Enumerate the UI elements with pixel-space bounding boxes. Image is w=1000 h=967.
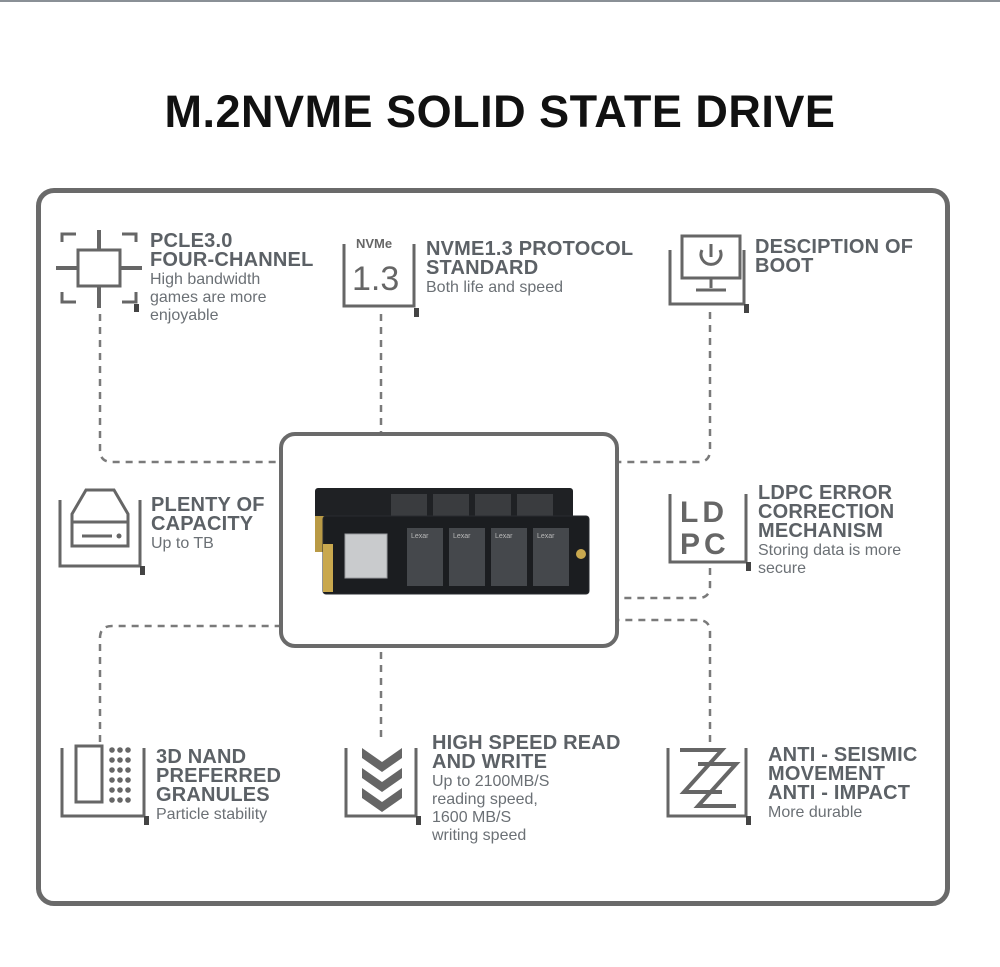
chip-label: Lexar bbox=[411, 533, 429, 540]
feature-ldpc: LDPC ERROR CORRECTION MECHANISM Storing … bbox=[758, 482, 902, 578]
feature-nand: 3D NAND PREFERRED GRANULES Particle stab… bbox=[156, 746, 282, 824]
monitor-power-icon bbox=[668, 234, 749, 313]
feature-boot: DESCIPTION OF BOOT bbox=[755, 236, 914, 277]
chip-label: Lexar bbox=[453, 533, 471, 540]
nand-grid-icon bbox=[60, 744, 149, 825]
feature-heading: DESCIPTION OF BOOT bbox=[755, 236, 914, 277]
feature-description: Up to TB bbox=[151, 535, 214, 552]
badge-text: NVMe bbox=[356, 236, 392, 251]
feature-heading: LDPC ERROR CORRECTION MECHANISM bbox=[758, 482, 895, 542]
ldpc-icon: LD PC bbox=[668, 494, 751, 571]
drive-icon bbox=[58, 488, 145, 575]
feature-heading: HIGH SPEED READ AND WRITE bbox=[432, 732, 621, 773]
shock-icon bbox=[666, 748, 751, 825]
chip-label: Lexar bbox=[537, 533, 555, 540]
ssd-illustration: Lexar Lexar Lexar Lexar bbox=[315, 488, 590, 595]
feature-heading: NVME1.3 PROTOCOL STANDARD bbox=[426, 238, 634, 279]
feature-speed: HIGH SPEED READ AND WRITE Up to 2100MB/S… bbox=[432, 732, 621, 845]
feature-description: Both life and speed bbox=[426, 279, 563, 296]
chip-label: Lexar bbox=[495, 533, 513, 540]
feature-heading: PCLE3.0 FOUR-CHANNEL bbox=[150, 230, 314, 271]
feature-description: High bandwidth games are more enjoyable bbox=[150, 271, 267, 324]
chevrons-down-icon bbox=[344, 748, 421, 825]
feature-description: Storing data is more secure bbox=[758, 542, 902, 577]
chip-icon bbox=[56, 230, 142, 312]
feature-capacity: PLENTY OF CAPACITY Up to TB bbox=[151, 494, 265, 553]
badge-number: 1.3 bbox=[352, 260, 399, 298]
badge-text: PC bbox=[680, 528, 730, 561]
nvme-badge-icon: NVMe 1.3 bbox=[342, 236, 419, 317]
badge-text: LD bbox=[680, 496, 728, 529]
feature-nvme: NVME1.3 PROTOCOL STANDARD Both life and … bbox=[426, 238, 634, 297]
feature-pcie: PCLE3.0 FOUR-CHANNEL High bandwidth game… bbox=[150, 230, 314, 325]
ssd-photo-box: Lexar Lexar Lexar Lexar bbox=[279, 432, 619, 648]
feature-heading: 3D NAND PREFERRED GRANULES bbox=[156, 746, 282, 806]
feature-description: More durable bbox=[768, 804, 863, 821]
feature-description: Up to 2100MB/S reading speed, 1600 MB/S … bbox=[432, 773, 550, 844]
feature-seismic: ANTI - SEISMIC MOVEMENT ANTI - IMPACT Mo… bbox=[768, 744, 918, 822]
feature-heading: ANTI - SEISMIC MOVEMENT ANTI - IMPACT bbox=[768, 744, 918, 804]
top-rule bbox=[0, 0, 1000, 2]
feature-description: Particle stability bbox=[156, 806, 268, 823]
feature-heading: PLENTY OF CAPACITY bbox=[151, 494, 265, 535]
page-title: M.2NVME SOLID STATE DRIVE bbox=[164, 86, 836, 137]
